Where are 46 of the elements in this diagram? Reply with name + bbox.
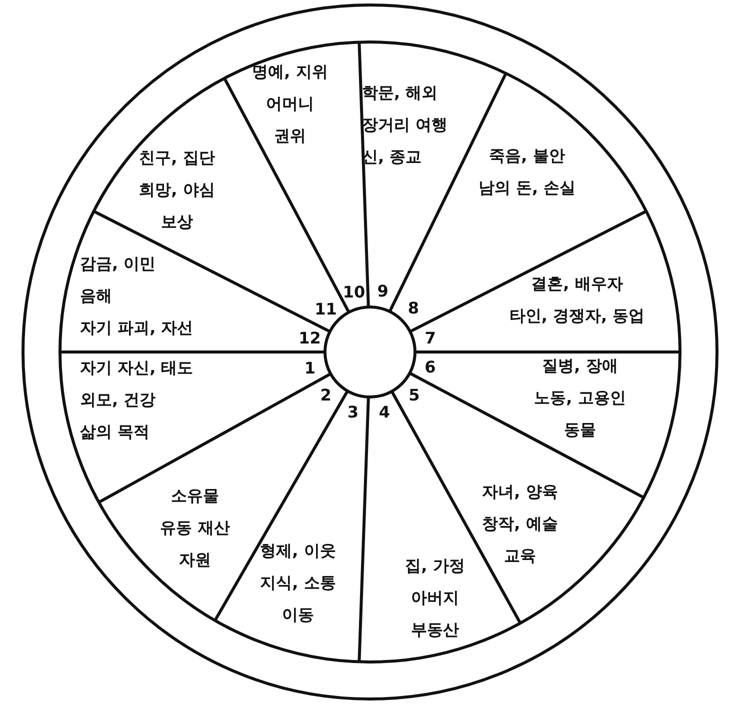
house-topic: 친구, 집단	[139, 147, 215, 169]
house-topic: 음해	[80, 285, 113, 307]
house-topic: 부동산	[410, 619, 460, 641]
house-number: 8	[408, 298, 420, 318]
house-topic: 이동	[281, 604, 315, 626]
house-topic: 집, 가정	[405, 555, 465, 577]
house-topic: 지식, 소통	[260, 572, 336, 594]
house-topic: 노동, 고용인	[534, 387, 626, 409]
house-topic: 형제, 이웃	[260, 540, 336, 562]
house-topic: 신, 종교	[362, 146, 423, 168]
house-topic: 남의 돈, 손실	[478, 177, 576, 199]
house-topic: 희망, 야심	[139, 179, 215, 201]
house-topic: 소유물	[170, 485, 220, 507]
house-number: 9	[377, 282, 388, 301]
house-topic: 자기 파괴, 자선	[80, 317, 194, 339]
house-topic: 아버지	[410, 587, 460, 609]
house-number: 5	[408, 386, 420, 405]
house-topic: 어머니	[265, 93, 315, 115]
house-topic: 학문, 해외	[362, 82, 439, 104]
house-topic: 자녀, 양육	[482, 481, 558, 503]
house-topic: 동물	[563, 419, 597, 441]
house-topic: 결혼, 배우자	[530, 273, 624, 295]
house-topic: 창작, 예술	[482, 513, 558, 535]
house-number: 10	[342, 282, 366, 302]
house-topic: 질병, 장애	[541, 355, 619, 377]
house-topic: 보상	[160, 211, 194, 233]
house-topic: 권위	[273, 125, 307, 147]
house-topic: 교육	[503, 545, 537, 567]
house-topic: 자원	[178, 549, 212, 571]
house-number: 2	[320, 386, 332, 405]
house-topic: 삶의 목적	[80, 421, 151, 443]
house-topic: 유동 재산	[160, 517, 230, 539]
house-number: 4	[378, 402, 390, 422]
house-number: 1	[304, 358, 316, 378]
house-topic: 감금, 이민	[80, 253, 157, 275]
house-topic: 장거리 여행	[362, 114, 448, 136]
house-number: 3	[347, 402, 358, 422]
house-number: 11	[314, 299, 337, 318]
house-number: 12	[298, 328, 321, 348]
house-number: 7	[424, 328, 436, 348]
house-topic: 외모, 건강	[80, 389, 157, 411]
house-topic: 명예, 지위	[252, 61, 328, 83]
house-topic: 타인, 경쟁자, 동업	[509, 305, 645, 327]
house-topic: 죽음, 불안	[488, 145, 566, 167]
house-topic: 자기 자신, 태도	[80, 357, 194, 379]
house-number: 6	[424, 357, 436, 376]
